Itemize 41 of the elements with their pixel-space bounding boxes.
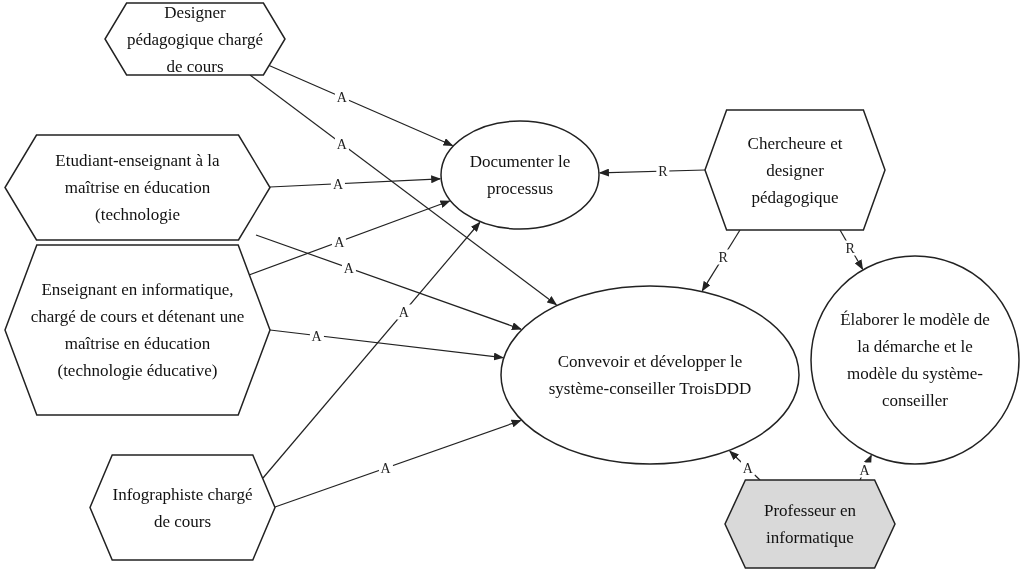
actor-hexagon (725, 480, 895, 568)
arrow (269, 329, 504, 361)
edge-label: R (716, 249, 730, 265)
node-label: Etudiant-enseignant à la maîtrise en éducation (technologie (54, 150, 221, 226)
edge-label: A (309, 328, 324, 343)
actor-hexagon (5, 245, 270, 415)
arrow (249, 74, 558, 306)
node-label: Professeur en informatique (762, 500, 858, 549)
edge-label: A (341, 260, 356, 276)
edge-label: R (656, 163, 670, 179)
edge-label: A (334, 136, 349, 152)
edge-label: A (378, 460, 393, 476)
arrow (269, 175, 442, 188)
edge-label: A (740, 460, 755, 476)
actor-hexagon (90, 455, 275, 560)
edge-label: A (331, 176, 346, 192)
process-ellipse (440, 120, 600, 230)
arrow (598, 168, 706, 177)
actor-hexagon (705, 110, 885, 230)
arrow (255, 234, 522, 330)
edge-label: A (334, 89, 349, 105)
node-label: Convevoir et développer le système-conseiller TroisDDD (547, 351, 753, 400)
process-ellipse (810, 255, 1020, 465)
node-label: Designer pédagogique chargé de cours (125, 1, 265, 78)
arrow (262, 221, 481, 479)
node-label: Enseignant en informatique, chargé de cours et détenant une maîtrise en éducation (technologie éducative) (29, 279, 246, 382)
node-label: Élaborer le modèle de la démarche et le modèle du système-conseiller (839, 309, 991, 412)
actor-hexagon (105, 3, 285, 75)
arrow (248, 200, 451, 276)
process-ellipse (500, 285, 800, 465)
node-label: Chercheure et designer pédagogique (746, 132, 844, 209)
arrow (267, 64, 454, 147)
edge-label: A (396, 304, 411, 320)
arrow (859, 454, 872, 481)
edge-label: A (857, 462, 872, 478)
actor-hexagon (5, 135, 270, 240)
node-label: Documenter le processus (468, 151, 572, 200)
edge-label: R (843, 240, 857, 256)
node-label: Infographiste chargé de cours (112, 483, 253, 533)
edge-label: A (332, 234, 347, 250)
arrow (274, 419, 522, 508)
